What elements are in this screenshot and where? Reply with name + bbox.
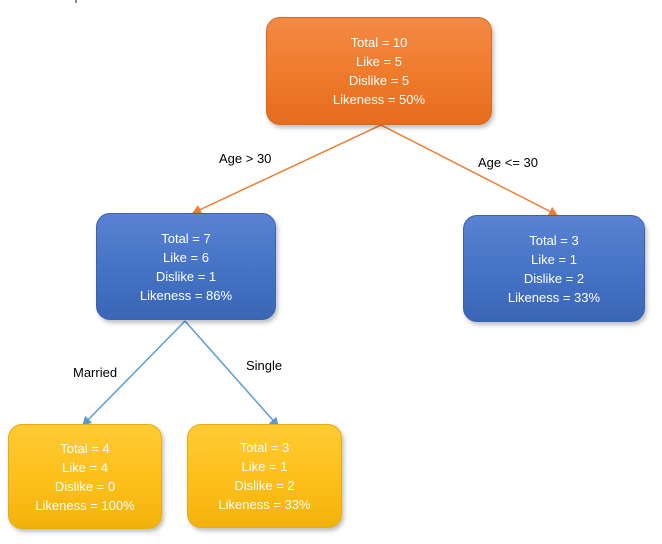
- edge-label-single: Single: [246, 358, 283, 373]
- node-like: Like = 4: [62, 459, 108, 475]
- edge-label-married: Married: [73, 365, 118, 380]
- edge-age-over-30-to-married: [82, 320, 186, 426]
- node-likeness: Likeness = 86%: [139, 287, 233, 303]
- age-over-30-node: Total = 7 Like = 6 Dislike = 1 Likeness …: [96, 213, 276, 320]
- edge-label-age-over-30: Age > 30: [219, 151, 272, 166]
- corner-mark: [75, 0, 77, 3]
- node-dislike: Dislike = 2: [234, 478, 295, 493]
- node-dislike: Dislike = 0: [54, 478, 116, 494]
- node-total: Total = 4: [60, 440, 110, 456]
- node-dislike: Dislike = 5: [348, 73, 410, 88]
- node-total: Total = 3: [529, 232, 579, 248]
- edge-root-to-age-over-30: [192, 124, 382, 215]
- node-likeness: Likeness = 50%: [332, 92, 426, 107]
- married-node: Total = 4 Like = 4 Dislike = 0 Likeness …: [8, 424, 162, 529]
- node-likeness: Likeness = 33%: [218, 497, 311, 512]
- node-dislike: Dislike = 2: [523, 270, 585, 286]
- node-total: Total = 10: [350, 35, 408, 50]
- edge-root-to-age-30-or-less: [380, 124, 558, 216]
- node-dislike: Dislike = 1: [155, 268, 217, 284]
- node-total: Total = 3: [239, 440, 290, 455]
- node-likeness: Likeness = 33%: [507, 289, 601, 305]
- node-like: Like = 1: [531, 251, 577, 267]
- node-likeness: Likeness = 100%: [35, 497, 135, 513]
- age-30-or-less-node: Total = 3 Like = 1 Dislike = 2 Likeness …: [463, 215, 645, 322]
- node-total: Total = 7: [161, 230, 211, 246]
- edge-age-over-30-to-single: [184, 320, 279, 427]
- node-like: Like = 5: [356, 54, 402, 69]
- root-node: Total = 10 Like = 5 Dislike = 5 Likeness…: [266, 17, 492, 125]
- single-node: Total = 3 Like = 1 Dislike = 2 Likeness …: [187, 424, 342, 528]
- edge-label-age-30-or-less: Age <= 30: [478, 155, 538, 170]
- node-like: Like = 1: [241, 459, 288, 474]
- node-like: Like = 6: [163, 249, 209, 265]
